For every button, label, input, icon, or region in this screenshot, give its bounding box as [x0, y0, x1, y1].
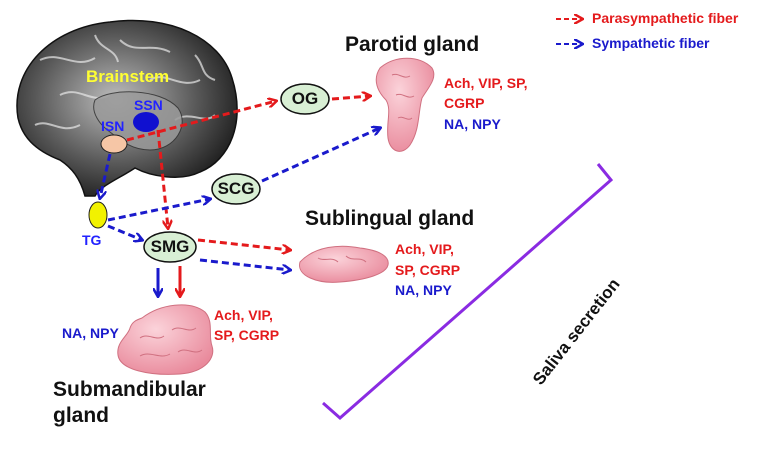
- scg-node: [211, 173, 261, 205]
- sublingual-title: Sublingual gland: [305, 207, 475, 230]
- sublingual-gland-image: [299, 245, 389, 283]
- scg-to-parotid-arrow: [261, 128, 380, 183]
- sublingual-para-line2: SP, CGRP: [395, 262, 461, 278]
- parotid-para-line1: Ach, VIP, SP,: [444, 75, 528, 91]
- parotid-symp: NA, NPY: [444, 116, 501, 132]
- submandibular-para-line1: Ach, VIP,: [214, 307, 273, 323]
- submandibular-symp: NA, NPY: [62, 325, 119, 341]
- legend-parasympathetic-label: Parasympathetic fiber: [592, 10, 739, 26]
- parotid-para-line2: CGRP: [444, 95, 485, 111]
- submandibular-title-line1: Submandibular: [53, 378, 206, 401]
- ssn-label: SSN: [134, 97, 163, 113]
- brain-image: [16, 19, 238, 197]
- isn-nucleus: [100, 134, 128, 154]
- tg-to-smg-arrow: [107, 224, 142, 240]
- tg-to-scg-arrow: [107, 199, 210, 222]
- isn-to-tg-arrow: [100, 153, 112, 198]
- sublingual-para-line1: Ach, VIP,: [395, 241, 454, 257]
- scg-label: SCG: [217, 179, 255, 198]
- parotid-title: Parotid gland: [345, 33, 480, 56]
- tg-ganglion: [88, 201, 108, 229]
- smg-label: SMG: [150, 237, 190, 256]
- tg-label: TG: [82, 232, 102, 248]
- sublingual-symp: NA, NPY: [395, 282, 452, 298]
- parotid-gland-image: [375, 57, 435, 152]
- legend-sympathetic-label: Sympathetic fiber: [592, 35, 710, 51]
- isn-to-og-arrow: [126, 101, 276, 142]
- brainstem-label: Brainstem: [86, 67, 170, 86]
- submandibular-gland-image: [117, 304, 214, 375]
- sympathetic-pathways: [100, 128, 380, 296]
- og-label: OG: [291, 89, 319, 108]
- og-to-parotid-arrow: [331, 96, 370, 99]
- smg-to-sublingual-red-arrow: [197, 238, 290, 250]
- saliva-bracket: [322, 163, 614, 420]
- smg-node: [143, 231, 197, 263]
- parasympathetic-pathways: [126, 96, 370, 296]
- submandibular-para-line2: SP, CGRP: [214, 327, 280, 343]
- isn-label: ISN: [101, 118, 125, 134]
- submandibular-title-line2: gland: [53, 404, 109, 427]
- ssn-nucleus: [133, 112, 159, 132]
- ssn-to-smg-arrow: [156, 129, 168, 228]
- og-node: [280, 83, 330, 115]
- smg-to-sublingual-blue-arrow: [199, 258, 290, 270]
